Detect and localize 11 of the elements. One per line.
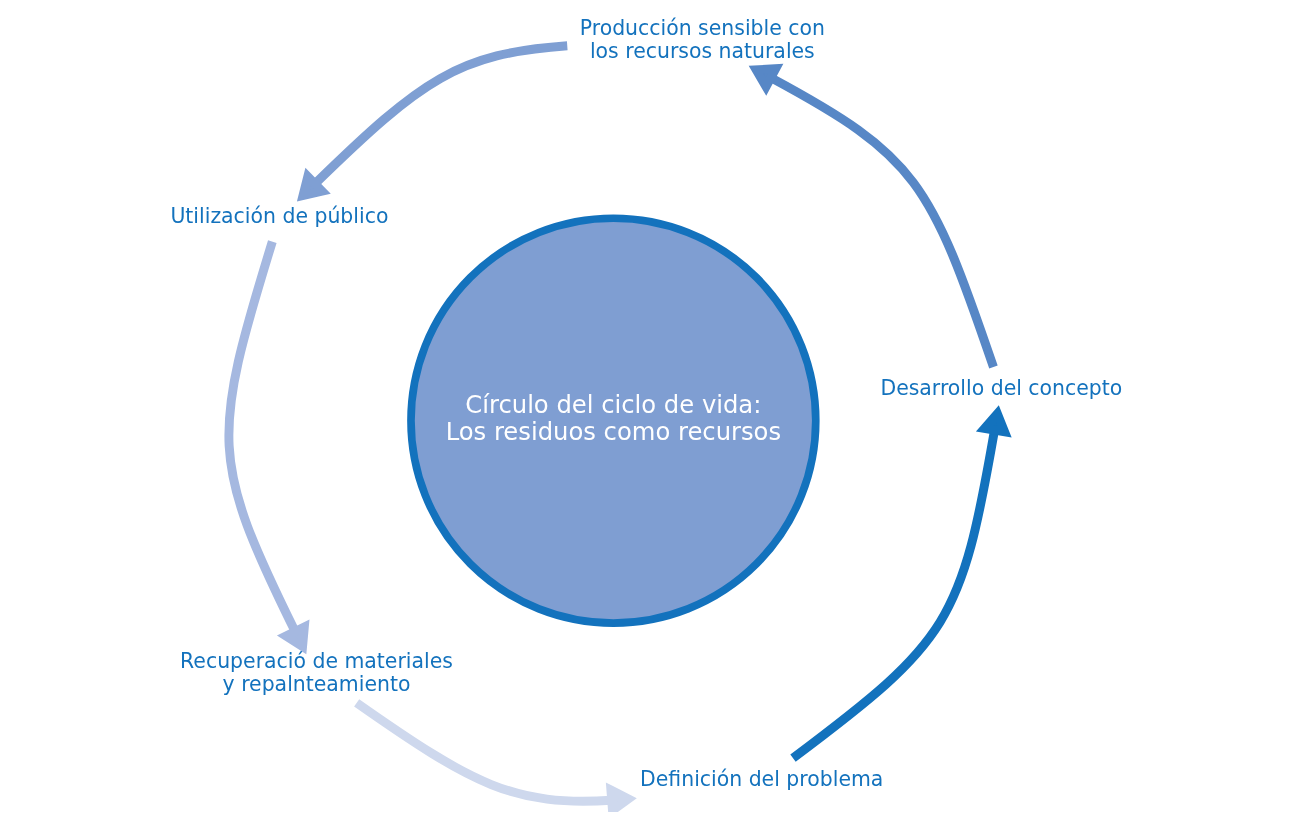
arrow [224,240,309,655]
node-circle: Círculo del ciclo de vida: Los residuos como recursos [406,214,820,627]
node-text: Recuperació de materiales y repalnteamiento [179,648,453,696]
node-text: Definición del problema [639,767,883,792]
arrow [748,63,998,369]
node-text: Producción sensible con los recursos naturales [579,15,825,63]
node-text: Utilización de público [169,204,388,229]
node-text: Desarrollo del concepto [879,376,1122,401]
arrow [296,41,568,202]
arrow [789,405,1012,762]
arrow [353,699,637,812]
